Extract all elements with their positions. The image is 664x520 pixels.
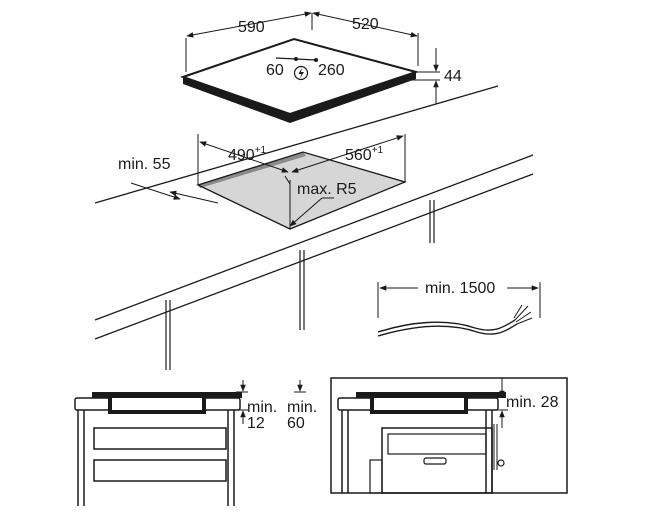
hob-top-view [179,37,420,123]
connection-left-label: 60 [266,62,284,79]
oven-gap-label: min. 28 [506,394,559,411]
cutout-dimensions: 490+1 560+1 min. 55 max. R5 [118,134,406,229]
cutout-width-label: 490+1 [228,145,267,164]
worktop [94,85,534,370]
drawer-gap-a-line2: 12 [247,415,265,432]
corner-radius-label: max. R5 [297,181,357,198]
drawer-gap-b-line2: 60 [287,415,305,432]
drawer-gap-b-line1: min. [287,399,317,416]
hob-dimensions: 590 520 44 60 260 [185,11,462,104]
power-cable: min. 1500 [377,280,541,337]
cutout-depth-label: 560+1 [345,145,384,164]
hob-width-label: 590 [238,19,265,36]
hob-height-label: 44 [444,68,462,85]
drawer-gap-a-line1: min. [247,399,277,416]
wall-distance-label: min. 55 [118,156,171,173]
cable-length-label: min. 1500 [425,280,495,297]
oven-section: min. 28 [330,377,568,494]
connection-right-label: 260 [318,62,345,79]
lightning-bolt-icon [293,65,309,81]
drawer-section: min. 12 min. 60 [74,380,317,506]
hob-depth-label: 520 [352,16,379,33]
